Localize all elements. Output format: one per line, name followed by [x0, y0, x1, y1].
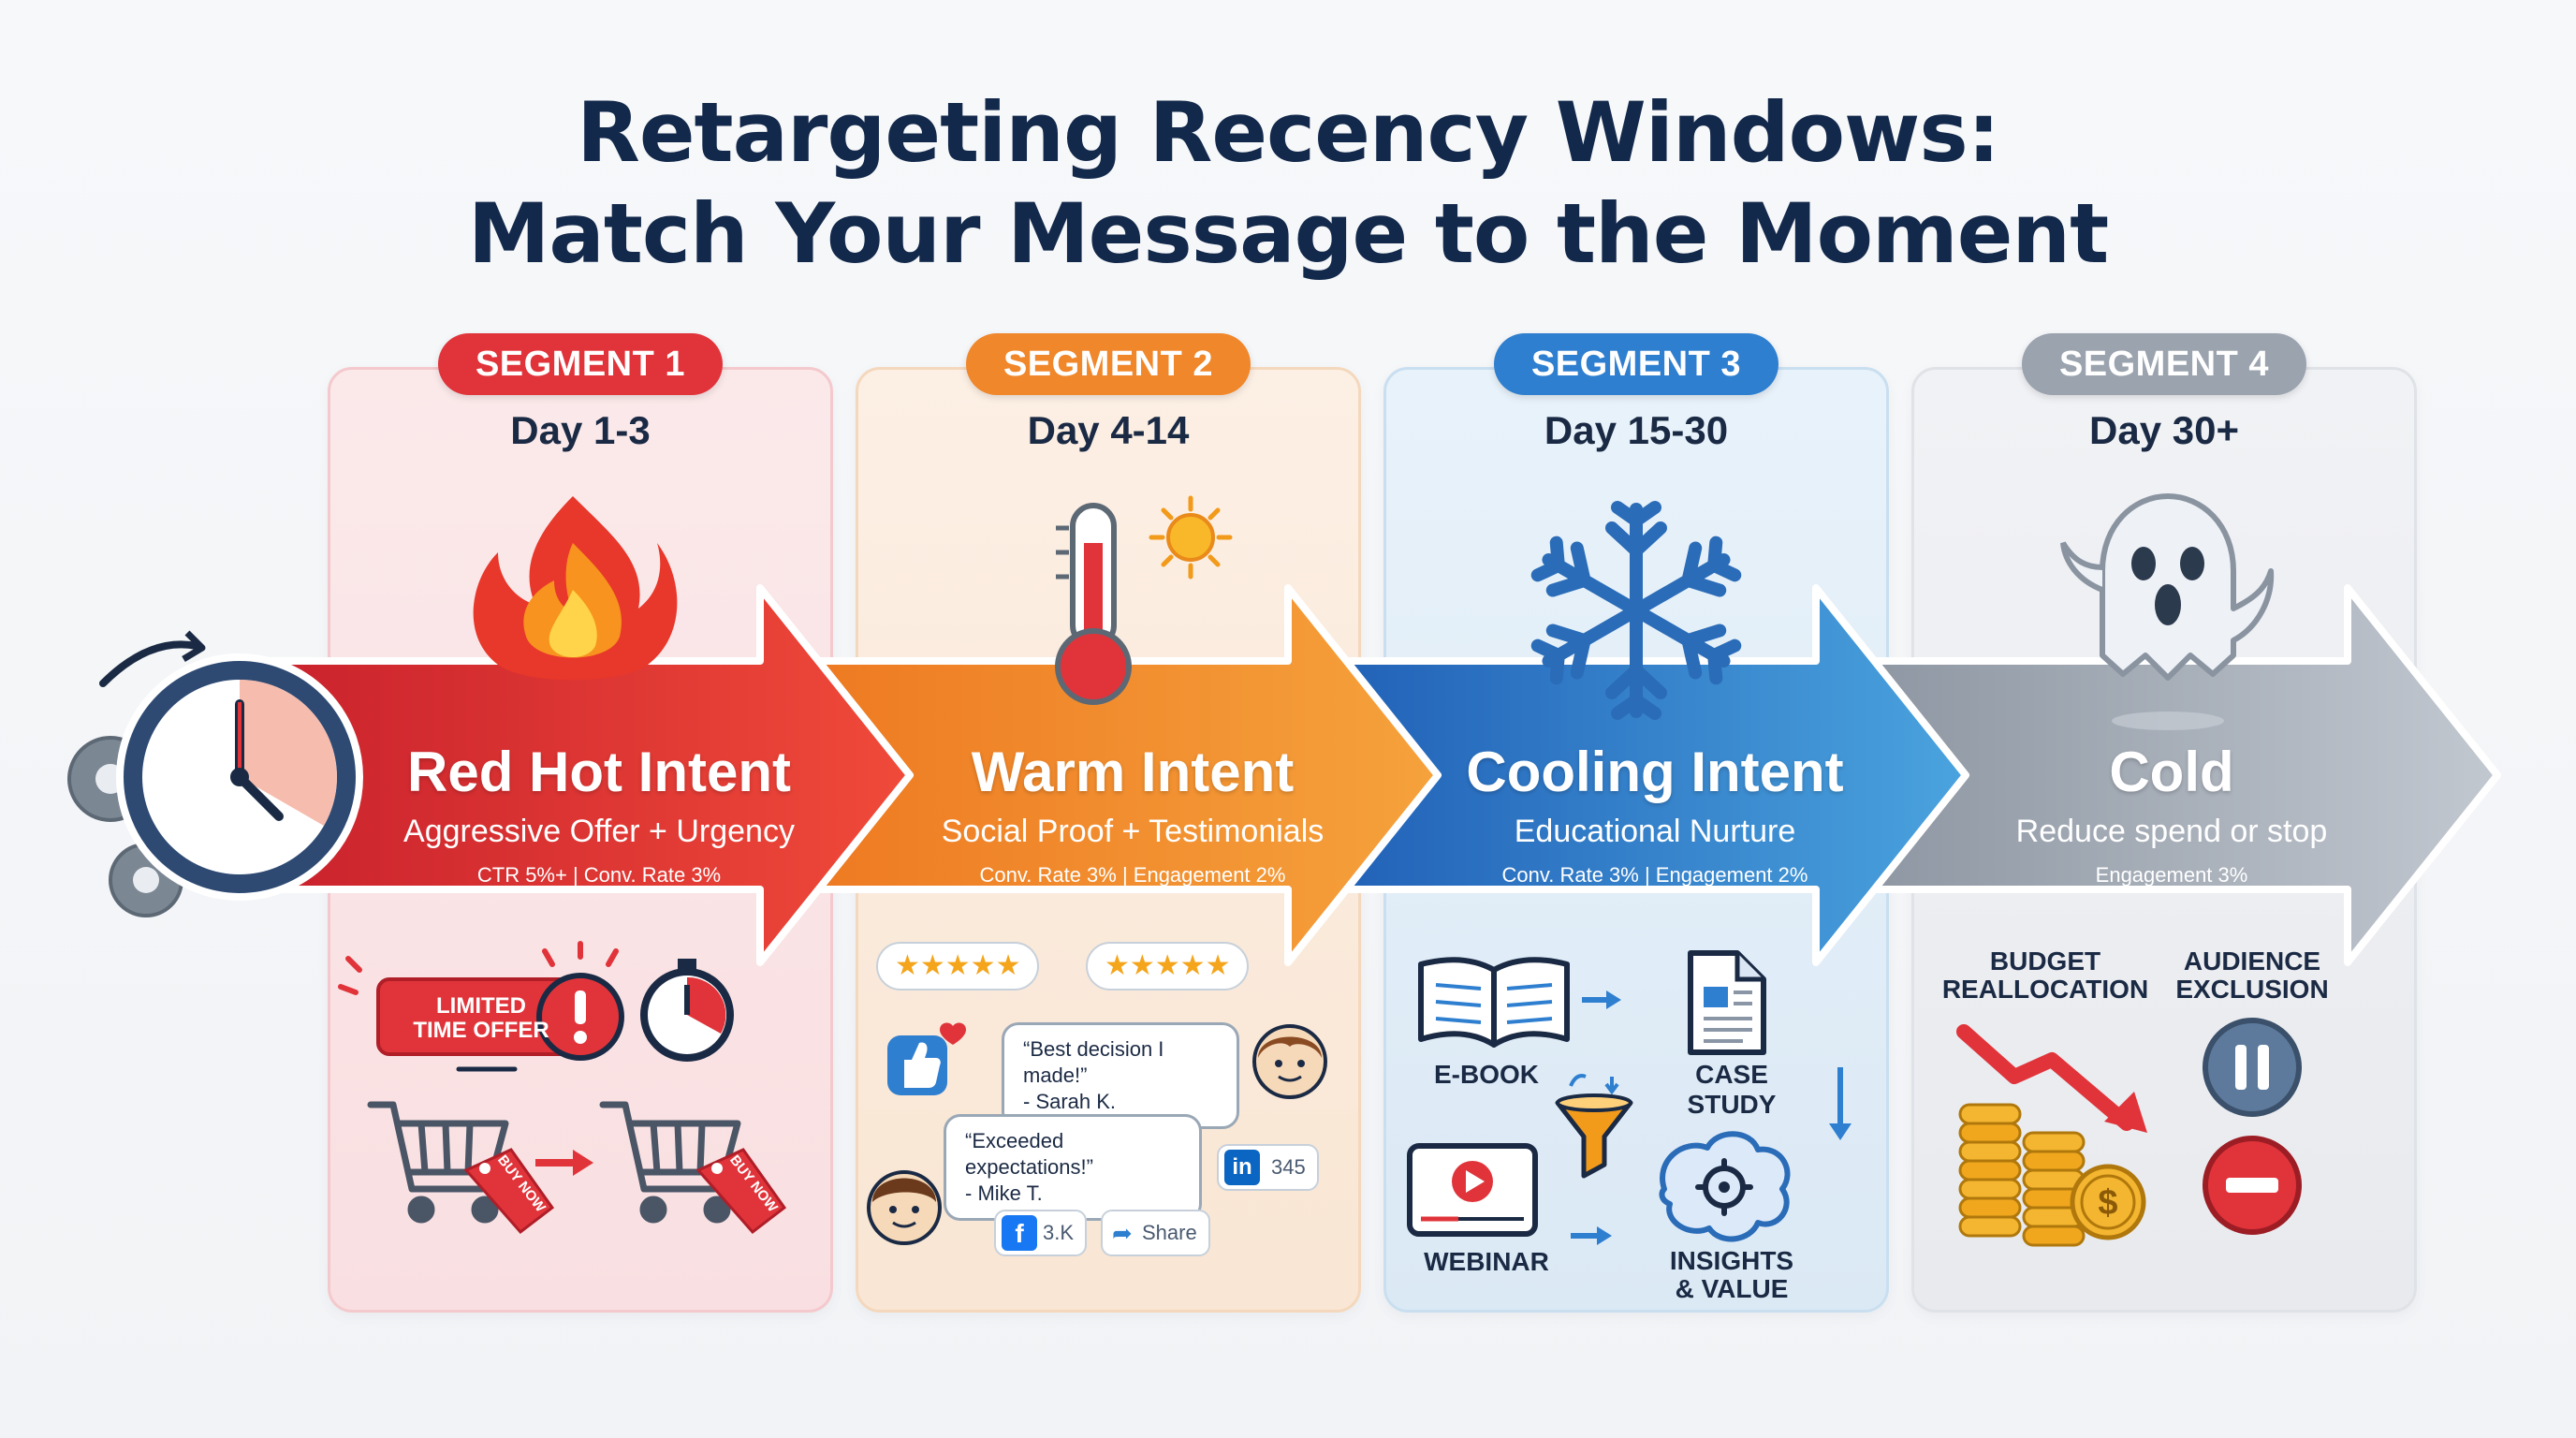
segment-1-visuals	[338, 941, 787, 1235]
segment-1-title: Red Hot Intent	[407, 741, 791, 803]
thumbs-up-icon	[887, 1022, 966, 1095]
case-study-label: CASE STUDY	[1687, 1060, 1777, 1119]
insights-line-1: INSIGHTS	[1669, 1246, 1794, 1275]
segment-3-message: Educational Nurture	[1514, 814, 1796, 849]
segment-2-message: Social Proof + Testimonials	[941, 814, 1325, 849]
buy-now-tag-icon-2	[695, 1148, 787, 1235]
segment-3-metrics: Conv. Rate 3% | Engagement 2%	[1501, 863, 1808, 887]
webinar-label: WEBINAR	[1424, 1247, 1549, 1276]
pause-icon	[2203, 1018, 2302, 1117]
arrow-segment-1	[240, 584, 914, 966]
testimonial-1-author: - Sarah K.	[1023, 1090, 1117, 1113]
title-line-1: Retargeting Recency Windows:	[577, 84, 2000, 181]
audience-line-1: AUDIENCE	[2183, 946, 2321, 976]
segment-1-badge: SEGMENT 1	[438, 333, 723, 395]
arrow-right-icon-1	[1582, 990, 1621, 1009]
segment-3-days: Day 15-30	[1544, 408, 1729, 452]
book-icon	[1418, 957, 1570, 1048]
segment-2-metrics: Conv. Rate 3% | Engagement 2%	[979, 863, 1286, 887]
limited-offer-text: LIMITED TIME OFFER	[378, 994, 584, 1043]
clock-gears-icon	[67, 630, 363, 917]
share-button[interactable]: ➦ Share	[1101, 1210, 1210, 1256]
buy-now-tag-icon	[463, 1148, 555, 1235]
document-icon	[1688, 950, 1766, 1055]
testimonial-2-quote: “Exceeded expectations!”	[965, 1129, 1093, 1179]
testimonial-1-quote: “Best decision I made!”	[1023, 1037, 1164, 1087]
arrow-right-icon	[535, 1150, 593, 1176]
segment-4-metrics: Engagement 3%	[2095, 863, 2248, 887]
insights-line-2: & VALUE	[1675, 1274, 1789, 1303]
alert-icon	[338, 941, 624, 1061]
segment-1-days: Day 1-3	[510, 408, 651, 452]
segment-1-band: Red Hot Intent Aggressive Offer + Urgenc…	[356, 740, 842, 888]
video-player-icon	[1407, 1143, 1538, 1237]
dollar-coin-icon	[2070, 1164, 2146, 1240]
audience-exclusion-label: AUDIENCE EXCLUSION	[2168, 947, 2336, 1004]
segment-1-message: Aggressive Offer + Urgency	[403, 814, 795, 849]
arrow-segment-4	[1868, 584, 2501, 966]
shopping-cart-icon	[367, 1101, 509, 1224]
stop-icon	[2203, 1136, 2302, 1235]
fire-icon	[473, 496, 678, 681]
brain-gear-icon	[1659, 1131, 1791, 1242]
avatar-male	[867, 1170, 942, 1245]
segment-4-days: Day 30+	[2089, 408, 2239, 452]
audience-line-2: EXCLUSION	[2175, 975, 2329, 1004]
linkedin-count: 345	[1271, 1155, 1306, 1179]
offer-line-1: LIMITED	[436, 993, 526, 1019]
share-label: Share	[1142, 1221, 1197, 1244]
segment-3-badge: SEGMENT 3	[1494, 333, 1778, 395]
stopwatch-icon	[640, 959, 734, 1062]
segment-4-title: Cold	[2109, 741, 2234, 803]
linkedin-chip: in 345	[1217, 1144, 1319, 1191]
coin-stacks-icon	[1958, 1103, 2086, 1247]
testimonial-1: “Best decision I made!” - Sarah K.	[1002, 1022, 1239, 1129]
ebook-label: E-BOOK	[1434, 1060, 1539, 1089]
arrow-right-icon-2	[1571, 1226, 1612, 1245]
facebook-chip: f 3.K	[994, 1210, 1088, 1256]
thermometer-sun-icon	[1055, 495, 1233, 705]
linkedin-icon: in	[1224, 1150, 1260, 1185]
avatar-female	[1252, 1024, 1327, 1099]
dollar-sign: $	[2098, 1183, 2118, 1223]
segment-2-visuals	[867, 1022, 1327, 1245]
facebook-icon: f	[1002, 1215, 1037, 1251]
budget-reallocation-label: BUDGET REALLOCATION	[1928, 947, 2162, 1004]
funnel-icon	[1555, 1074, 1633, 1179]
segment-1-metrics: CTR 5%+ | Conv. Rate 3%	[476, 863, 722, 887]
facebook-count: 3.K	[1043, 1221, 1075, 1244]
segment-4-message: Reduce spend or stop	[2015, 814, 2328, 849]
budget-line-2: REALLOCATION	[1941, 975, 2149, 1004]
share-icon: ➦	[1112, 1219, 1133, 1247]
segment-4-band: Cold Reduce spend or stop Engagement 3%	[1928, 740, 2415, 888]
segment-3-band: Cooling Intent Educational Nurture Conv.…	[1412, 740, 1898, 888]
title-line-2: Match Your Message to the Moment	[467, 185, 2109, 282]
page-title: Retargeting Recency Windows: Match Your …	[0, 82, 2576, 285]
downtrend-arrow-icon	[1956, 1024, 2147, 1133]
segment-2-band: Warm Intent Social Proof + Testimonials …	[889, 740, 1376, 888]
offer-line-2: TIME OFFER	[413, 1018, 549, 1043]
star-rating-2: ★★★★★	[1086, 942, 1250, 990]
snowflake-icon	[1530, 501, 1742, 720]
segment-2-badge: SEGMENT 2	[966, 333, 1251, 395]
segment-3-title: Cooling Intent	[1466, 741, 1844, 803]
segment-3-visuals	[1407, 950, 1852, 1245]
testimonial-2-author: - Mike T.	[965, 1181, 1043, 1205]
ghost-icon	[2060, 493, 2275, 730]
budget-line-1: BUDGET	[1989, 946, 2101, 976]
segment-4-badge: SEGMENT 4	[2022, 333, 2306, 395]
shopping-cart-icon-2	[599, 1101, 741, 1224]
segment-2-title: Warm Intent	[971, 741, 1295, 803]
arrow-segment-2	[812, 584, 1442, 966]
segment-4-visuals	[1956, 1018, 2302, 1247]
star-rating-1: ★★★★★	[876, 942, 1040, 990]
segment-2-days: Day 4-14	[1027, 408, 1190, 452]
arrow-down-icon	[1829, 1067, 1852, 1140]
arrow-segment-3	[1340, 584, 1969, 966]
insights-label: INSIGHTS & VALUE	[1647, 1247, 1816, 1303]
